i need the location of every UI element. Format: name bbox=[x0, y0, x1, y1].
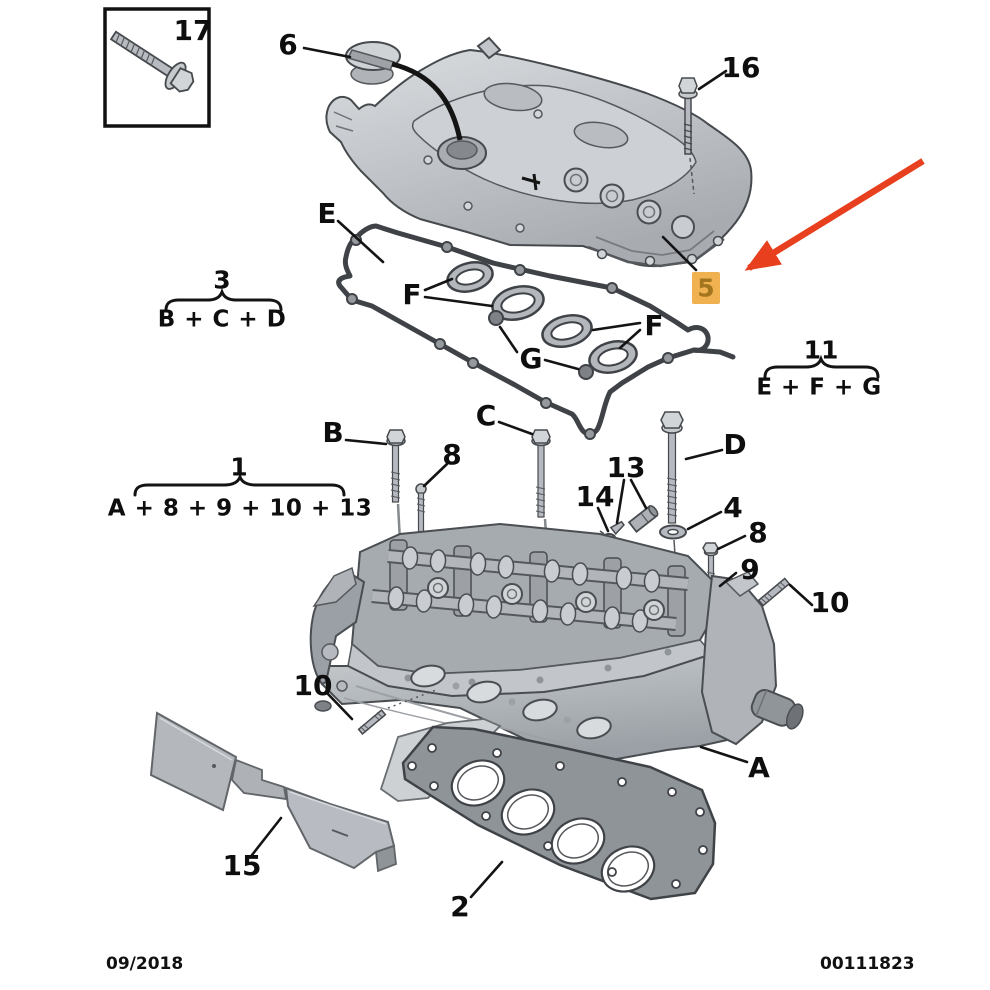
callout-14[interactable]: 14 bbox=[575, 480, 615, 513]
spark-plug-wells bbox=[427, 577, 665, 621]
group-braces bbox=[133, 287, 880, 497]
callout-E: E bbox=[317, 197, 337, 230]
callout-C: C bbox=[475, 399, 497, 432]
inset-box-illustration bbox=[103, 7, 211, 128]
highlight-box[interactable] bbox=[692, 272, 720, 304]
stud-10-right bbox=[757, 577, 791, 607]
cam-lobes bbox=[387, 546, 661, 633]
callout-6[interactable]: 6 bbox=[278, 28, 298, 61]
group-11-number: 11 bbox=[803, 335, 839, 365]
group-11-formula: E + F + G bbox=[756, 374, 882, 401]
callout-5-highlighted[interactable]: 5 bbox=[697, 273, 715, 303]
group-1-formula: A + 8 + 9 + 10 + 13 bbox=[107, 495, 373, 522]
thermostat-housing bbox=[750, 689, 804, 730]
ignition-wells bbox=[563, 167, 695, 239]
callout-F-right: F bbox=[644, 309, 664, 342]
callout-16[interactable]: 16 bbox=[721, 51, 761, 84]
cover-bolt-illustration bbox=[678, 77, 698, 195]
footer-date: 09/2018 bbox=[106, 954, 184, 974]
group-3-number: 3 bbox=[213, 265, 231, 295]
head-gasket-illustration bbox=[379, 718, 717, 901]
cover-gasket-bosses bbox=[346, 234, 674, 440]
oil-filler-cap-illustration bbox=[345, 41, 463, 141]
callout-15[interactable]: 15 bbox=[222, 849, 262, 882]
dipstick bbox=[391, 61, 463, 141]
cam-seals-illustration bbox=[446, 261, 638, 380]
callout-17[interactable]: 17 bbox=[173, 14, 213, 47]
group-3-formula: B + C + D bbox=[157, 306, 287, 333]
heat-shield-illustration bbox=[149, 711, 397, 873]
valve-cover-illustration bbox=[325, 36, 753, 268]
footer-doc-number: 00111823 bbox=[820, 954, 915, 974]
cylinder-head-illustration bbox=[309, 503, 804, 764]
callout-F-left: F bbox=[402, 278, 422, 311]
cover-gasket-illustration bbox=[336, 223, 736, 437]
callout-2[interactable]: 2 bbox=[450, 890, 470, 923]
callout-10-right[interactable]: 10 bbox=[810, 586, 850, 619]
callout-B: B bbox=[322, 416, 344, 449]
red-pointer-arrow bbox=[744, 158, 925, 271]
callout-9[interactable]: 9 bbox=[740, 553, 760, 586]
callout-4[interactable]: 4 bbox=[723, 491, 743, 524]
intake-ports bbox=[410, 664, 612, 740]
stud-10-left bbox=[357, 709, 387, 735]
callout-8-right[interactable]: 8 bbox=[748, 516, 768, 549]
group-1-number: 1 bbox=[230, 452, 248, 482]
callout-8-top[interactable]: 8 bbox=[442, 438, 462, 471]
callout-10-left[interactable]: 10 bbox=[293, 669, 333, 702]
callout-G: G bbox=[519, 342, 543, 375]
leader-lines bbox=[250, 46, 814, 899]
callout-A: A bbox=[748, 751, 770, 784]
cylinder-bores bbox=[450, 759, 656, 893]
callout-D: D bbox=[723, 428, 747, 461]
callout-13[interactable]: 13 bbox=[606, 451, 646, 484]
